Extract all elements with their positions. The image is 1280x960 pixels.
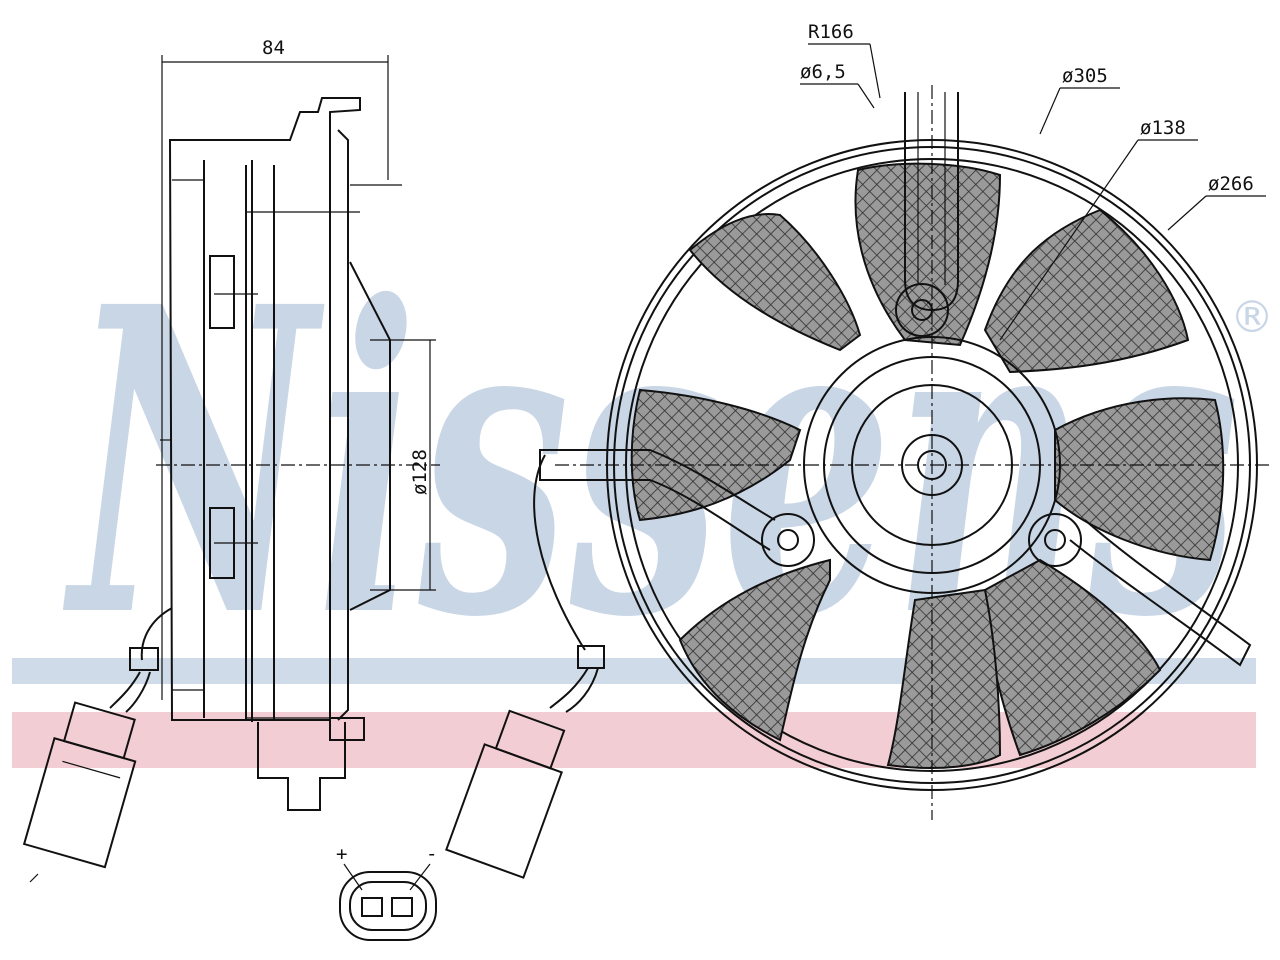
connector-pin-plus — [361, 897, 383, 917]
blade — [688, 213, 862, 352]
side-view: 84 ø128 — [22, 37, 440, 883]
connector-minus-label: - — [426, 843, 437, 865]
radius-dimension-label: R166 — [808, 21, 854, 43]
watermark-registered-mark: ® — [1230, 292, 1274, 343]
width-dimension-label: 84 — [262, 37, 285, 59]
ring-diameter-label: ø266 — [1208, 173, 1254, 195]
hole-dimension-label: ø6,5 — [800, 61, 846, 83]
blade — [854, 162, 1002, 347]
blade — [678, 558, 831, 742]
motor-diameter-label: ø128 — [409, 449, 431, 495]
front-view: R166 ø6,5 ø305 ø138 ø266 — [445, 21, 1270, 879]
blade — [886, 588, 1002, 769]
connector-pin-minus — [391, 897, 413, 917]
hub-diameter-label: ø138 — [1140, 117, 1186, 139]
blade — [983, 208, 1190, 374]
connector-pinout: + - — [336, 843, 437, 941]
outer-diameter-label: ø305 — [1062, 65, 1108, 87]
connector-housing — [339, 871, 437, 941]
fan-blades — [630, 162, 1225, 769]
blade — [1054, 397, 1225, 562]
connector-plus-label: + — [336, 843, 347, 865]
